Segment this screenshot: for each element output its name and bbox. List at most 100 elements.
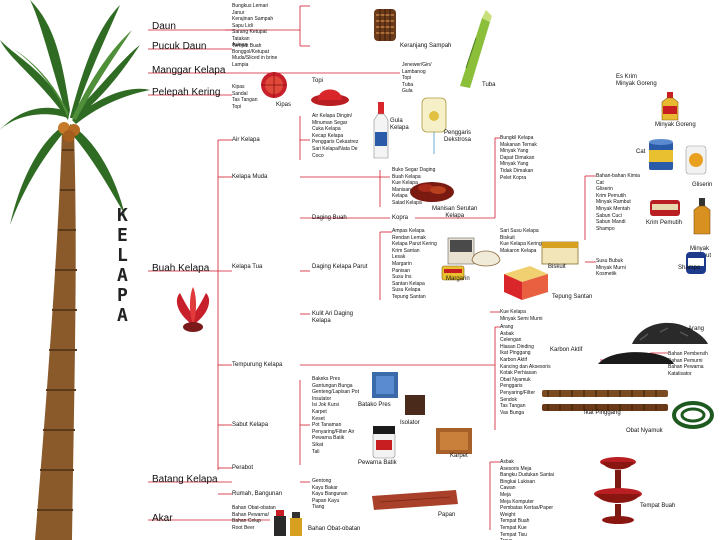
part-manggar: Manggar Kelapa xyxy=(152,65,226,76)
coir-block-icon xyxy=(405,395,425,415)
list-item: Makaron Kelapa xyxy=(500,247,537,254)
list-item: Tali xyxy=(312,448,320,455)
list-item: Tempat Buah xyxy=(500,518,530,525)
list-item: Tempat Buah xyxy=(232,42,262,49)
label-karbon: Karbon Aktif xyxy=(550,347,583,353)
coconut-piece-icon xyxy=(471,250,501,267)
list-item: Penyaring/Filter xyxy=(500,389,536,396)
list-item: Bangku Dudukan Santai xyxy=(500,472,554,479)
list-item: Hiasan Dinding xyxy=(500,343,534,350)
title-letter: E xyxy=(117,225,128,246)
list-item: Bakeks Pres xyxy=(312,376,341,382)
list-item: Buah Kelapa xyxy=(392,173,421,180)
list-item: Bahan Celup xyxy=(232,518,261,525)
list-item: Asbak xyxy=(500,330,514,337)
list-item: Sikat xyxy=(312,441,324,448)
label-papan: Papan xyxy=(438,512,456,518)
list-item: Susu Kelapa xyxy=(392,287,421,294)
list-item: Panisan xyxy=(392,267,411,274)
oil-bottle-icon xyxy=(661,92,679,121)
node-sabut: Sabut Kelapa xyxy=(232,422,269,428)
part-daun: Daun xyxy=(152,21,176,32)
list-item: Kerajinan Sampah xyxy=(232,16,274,23)
list-item: Insulator xyxy=(312,395,332,402)
label-gula-kelapa: Gula Kelapa xyxy=(390,118,409,131)
list-item: Asbak xyxy=(500,459,514,465)
list-item: Genteng/Lapisan Pot xyxy=(312,389,359,396)
list-item: Bungkil Kelapa xyxy=(500,135,534,141)
title-letter: A xyxy=(117,265,128,286)
label-manisan: Manisan Serutan Kelapa xyxy=(432,206,478,219)
flour-box-icon xyxy=(504,266,548,300)
activated-carbon-icon xyxy=(598,352,674,364)
list-item: Bahan Pewarna/ xyxy=(232,511,269,518)
list-item: Papan Kayu xyxy=(312,497,340,504)
list-item: Gantungan Bunga xyxy=(312,382,353,389)
list-item: Salad Kelapa xyxy=(392,199,422,206)
label-topi: Topi xyxy=(312,78,324,84)
label-ikat: Ikat Pinggang xyxy=(584,410,621,416)
fan-icon xyxy=(261,72,287,98)
list-item: Arang xyxy=(500,324,514,330)
list-item: Pot Tanaman xyxy=(312,422,342,429)
list-item: Buko Segar Daging xyxy=(392,167,436,173)
list-item: Weight xyxy=(500,511,516,518)
list-item: Gliserin xyxy=(596,186,613,193)
list-item: Tempat Tisu xyxy=(500,531,527,538)
candied-coconut-icon xyxy=(410,182,454,202)
node-perabot: Perabot xyxy=(232,465,254,471)
list-item: Isi Jok Kursi xyxy=(312,402,339,409)
list-item: Sapu Lidi xyxy=(232,22,253,29)
list-item: Katalisator xyxy=(668,370,692,377)
charcoal-icon xyxy=(632,322,708,344)
node-kelapa-tua: Kelapa Tua xyxy=(232,264,263,270)
node-rumah: Rumah, Bangunan xyxy=(232,491,283,497)
label-obat-nyamuk: Obat Nyamuk xyxy=(626,428,663,434)
list-item: Bahan Obat-obatan xyxy=(232,505,276,511)
list-item: Minyak Murni xyxy=(596,264,626,271)
margarin-tub-icon xyxy=(441,265,465,281)
list-item: Dapat Dimakan xyxy=(500,154,535,161)
list-item: Karbon Aktif xyxy=(500,356,527,363)
list-item: Bahan Pembersih xyxy=(668,351,708,357)
list-item: Kosmetik xyxy=(596,271,617,278)
label-tuba: Tuba xyxy=(482,82,496,88)
label-pewarna: Pewarna Batik xyxy=(358,460,397,466)
bottle-icon xyxy=(373,102,389,159)
title-letter: A xyxy=(117,305,128,326)
list-item: Tiang xyxy=(312,504,325,511)
list-item: Lambanog xyxy=(402,68,426,75)
node-kelapa-muda: Kelapa Muda xyxy=(232,174,268,180)
title-letter: L xyxy=(117,245,128,266)
list-item: Sabun Mandi xyxy=(596,219,626,226)
label-obat: Bahan Obat-obatan xyxy=(308,526,361,532)
list-item: Kotak Perhiasan xyxy=(500,370,537,377)
list-item: Penggaris Cekastrez xyxy=(312,139,359,146)
list-item: Air Kelapa Dingin/ xyxy=(312,113,353,119)
part-batang: Batang Kelapa xyxy=(152,474,218,485)
list-item: Sendok xyxy=(500,396,517,403)
part-pelepah: Pelepah Kering xyxy=(152,87,221,98)
list-item: Bahan Pemurni xyxy=(668,357,703,364)
list-item: Karpet xyxy=(312,408,327,415)
gliserin-bottle-icon xyxy=(685,145,707,175)
belt-icon xyxy=(542,390,668,411)
list-item: Tepung Santan xyxy=(392,293,426,300)
list-item: Susu Ins xyxy=(392,274,412,281)
list-item: Krim Pemutih xyxy=(596,192,627,199)
node-es-krim: Es Krim Minyak Goreng xyxy=(616,74,657,87)
part-akar: Akar xyxy=(152,513,173,524)
node-kulit-ari: Kulit Ari Daging Kelapa xyxy=(312,311,354,324)
label-tempat-buah: Tempat Buah xyxy=(640,503,676,509)
shampoo-icon xyxy=(686,252,706,274)
